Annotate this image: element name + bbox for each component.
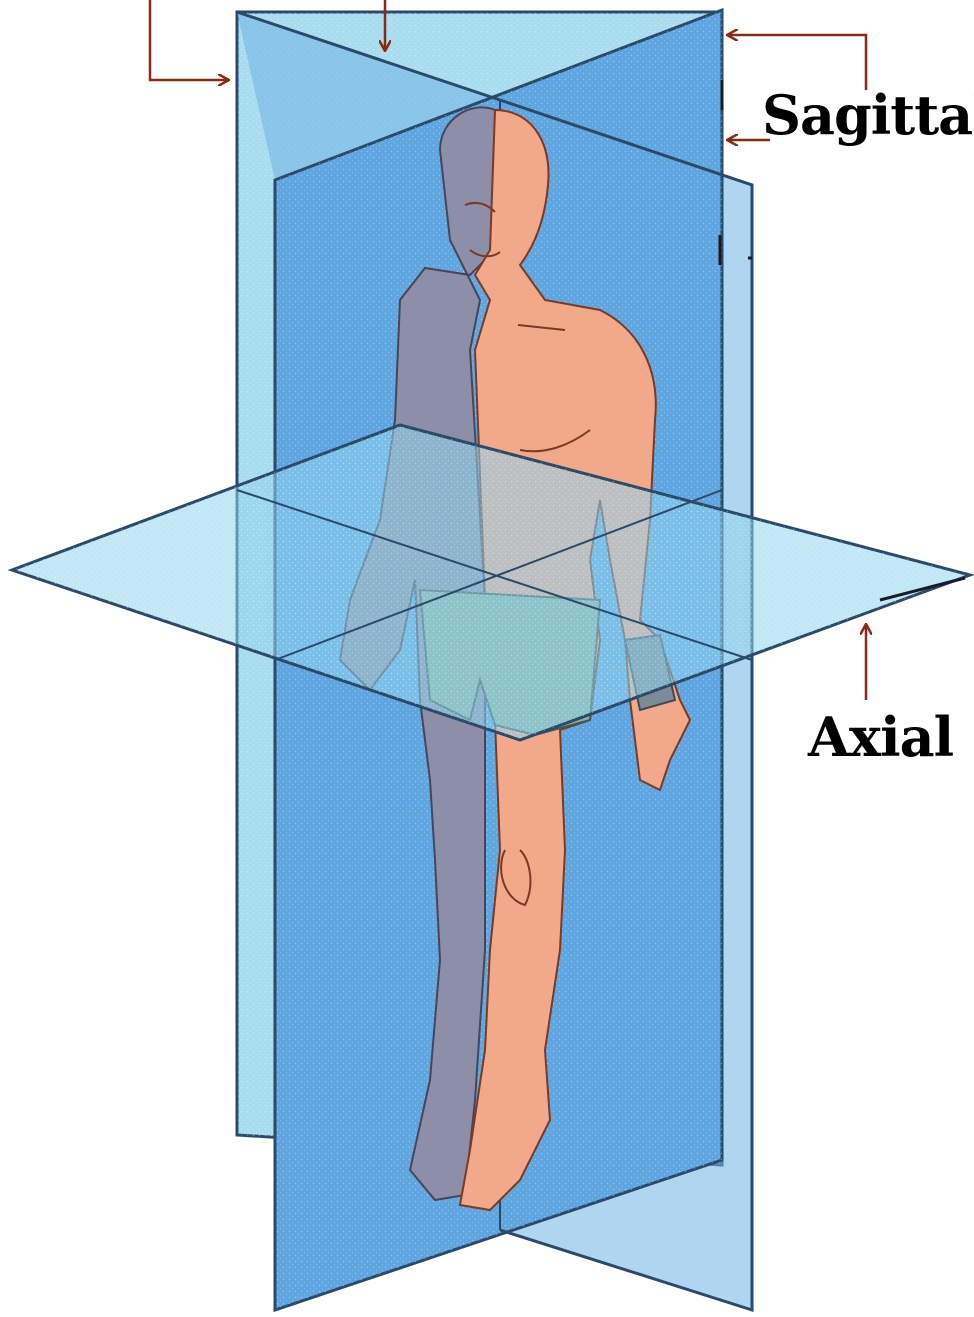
sagittal-label: Sagittal bbox=[762, 88, 974, 142]
pointer-arrow-coronal bbox=[150, 0, 228, 80]
axial-plane bbox=[12, 425, 970, 740]
pointer-arrow-sagittal-top bbox=[728, 35, 866, 90]
axial-label: Axial bbox=[808, 710, 953, 764]
